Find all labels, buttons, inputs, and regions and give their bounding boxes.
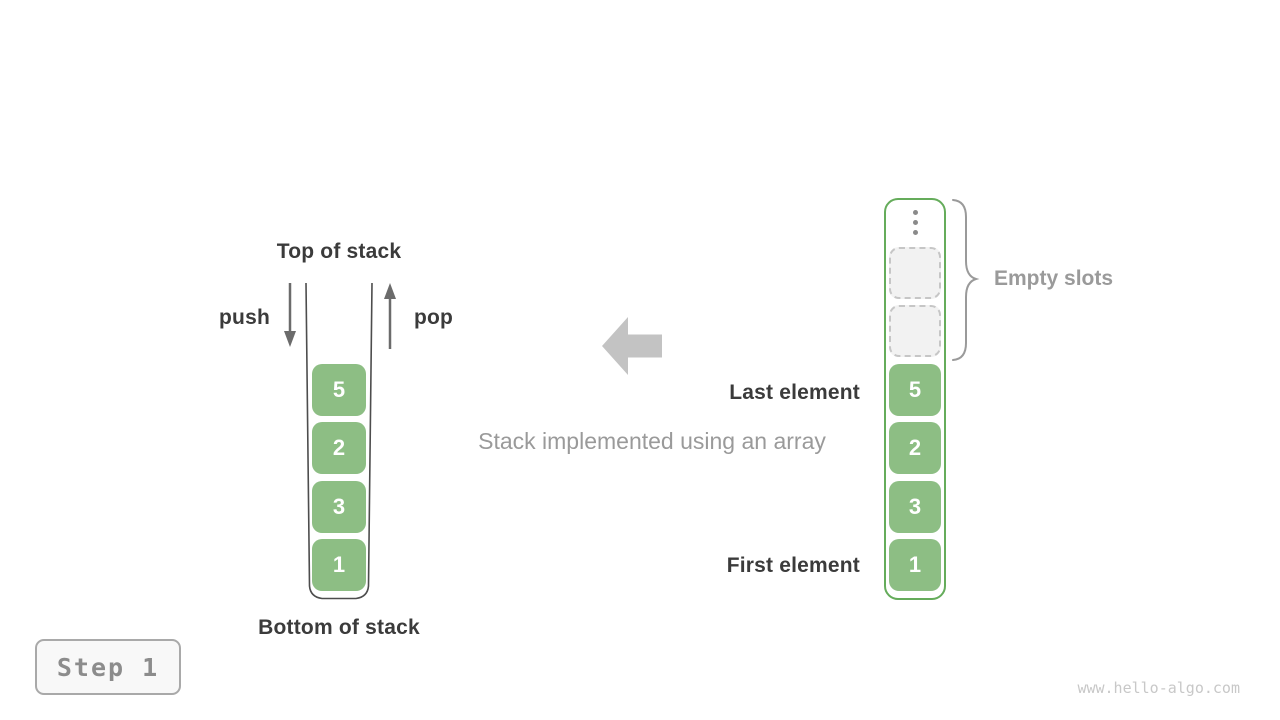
stack-item: 1 — [312, 539, 366, 591]
left-block-arrow-icon — [602, 317, 662, 375]
pop-label: pop — [414, 306, 454, 329]
brace-icon — [952, 199, 980, 361]
empty-slots-label: Empty slots — [994, 267, 1114, 290]
empty-slot — [889, 247, 941, 299]
push-arrow-icon — [284, 283, 296, 347]
step-badge: Step 1 — [35, 639, 181, 695]
stack-item: 5 — [312, 364, 366, 416]
watermark: www.hello-algo.com — [1077, 679, 1240, 697]
last-element-label: Last element — [729, 381, 860, 404]
pop-arrow-icon — [384, 283, 396, 349]
stack-item: 2 — [312, 422, 366, 474]
array-item: 1 — [889, 539, 941, 591]
top-of-stack-label: Top of stack — [276, 240, 402, 263]
bottom-of-stack-label: Bottom of stack — [258, 616, 420, 639]
push-label: push — [219, 306, 270, 329]
stack-container — [305, 283, 373, 600]
array-item: 2 — [889, 422, 941, 474]
ellipsis-icon — [905, 205, 925, 240]
first-element-label: First element — [726, 554, 860, 577]
array-item: 5 — [889, 364, 941, 416]
stack-item: 3 — [312, 481, 366, 533]
array-item: 3 — [889, 481, 941, 533]
empty-slot — [889, 305, 941, 357]
diagram-caption: Stack implemented using an array — [478, 428, 826, 454]
